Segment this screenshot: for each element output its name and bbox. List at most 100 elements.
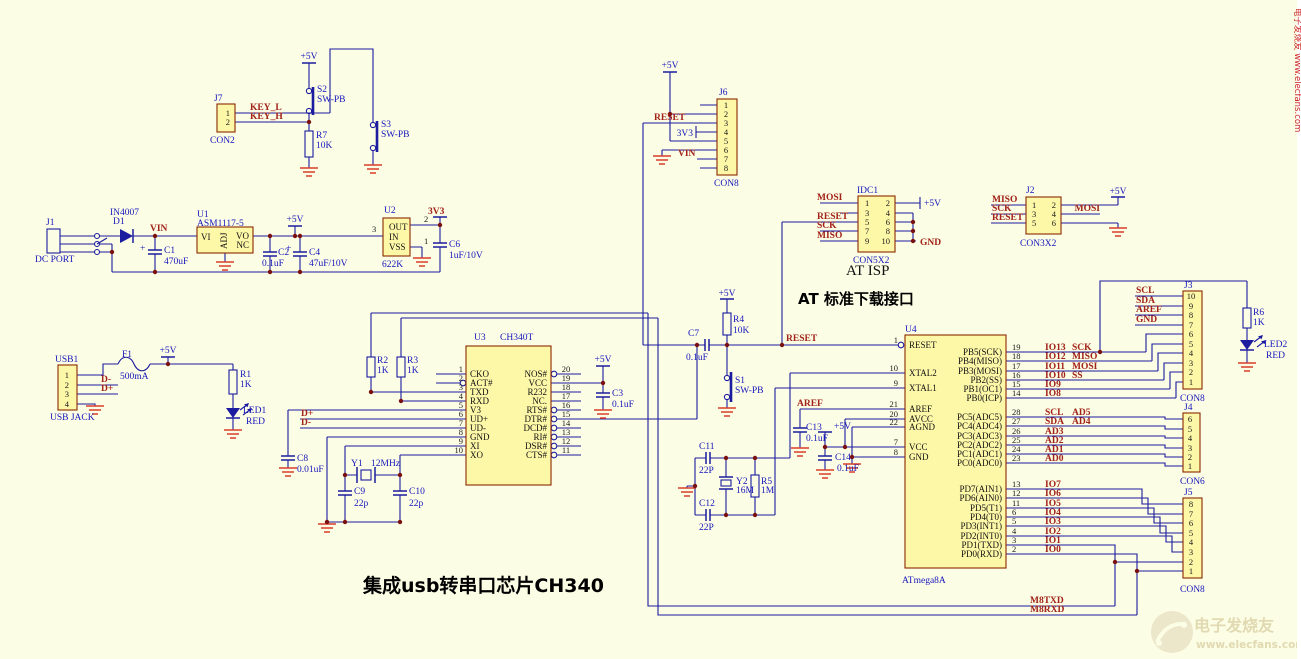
net-label: IO3 bbox=[1045, 517, 1061, 527]
net-label: SCL bbox=[1045, 408, 1063, 418]
crystal-y1 bbox=[356, 467, 376, 483]
pin-name: DCD# bbox=[523, 423, 547, 433]
net-label: IO9 bbox=[1045, 380, 1061, 390]
value-led2: RED bbox=[1266, 351, 1285, 361]
net-label-vin: VIN bbox=[678, 149, 696, 159]
pin-name: VSS bbox=[389, 242, 406, 252]
pin-number: 17 bbox=[1012, 361, 1021, 371]
pin-number: 23 bbox=[1012, 453, 1021, 463]
net-label-gnd: GND bbox=[1136, 315, 1157, 325]
pin-name: ADJ bbox=[219, 232, 229, 249]
pin-number: 3 bbox=[1189, 358, 1193, 368]
net-label: IO4 bbox=[1045, 508, 1061, 518]
ref-c3: C3 bbox=[612, 389, 623, 399]
pin-number: 2 bbox=[424, 214, 428, 224]
net-label-dp: D+ bbox=[301, 409, 313, 419]
net-label: IO5 bbox=[1045, 499, 1061, 509]
pin-name: RI# bbox=[534, 432, 548, 442]
pin-name: V3 bbox=[470, 405, 481, 415]
u4-section: U4 ATmega8A RESET XTAL2 XTAL1 AREF AVCC … bbox=[686, 289, 1098, 615]
ref-c14: C14 bbox=[835, 453, 851, 463]
pin-number: 8 bbox=[1189, 499, 1193, 509]
net-label-reset: RESET bbox=[817, 212, 849, 222]
net-label-sda: SDA bbox=[1136, 296, 1155, 306]
value-c13: 0.1uF bbox=[806, 434, 828, 444]
connector-idc1 bbox=[857, 195, 896, 253]
pin-number: 7 bbox=[894, 437, 898, 447]
value-s3: SW-PB bbox=[381, 130, 410, 140]
net-label-sck: SCK bbox=[992, 204, 1012, 214]
value-s2: SW-PB bbox=[317, 95, 346, 105]
pin-number: 3 bbox=[1189, 547, 1193, 557]
pin-number: 12 bbox=[562, 436, 571, 446]
pin-number: 6 bbox=[1189, 329, 1193, 339]
ground-symbols bbox=[86, 155, 1256, 533]
net-label-m8txd: M8TXD bbox=[1030, 596, 1064, 606]
net-label-miso: MISO bbox=[817, 231, 842, 241]
pin-number: 8 bbox=[459, 427, 463, 437]
pin-number: 4 bbox=[459, 391, 464, 401]
pin-number: 2 bbox=[1052, 200, 1056, 210]
pin-number: 2 bbox=[724, 109, 728, 119]
pin-name: GND bbox=[909, 452, 929, 462]
net-label: IO2 bbox=[1045, 527, 1061, 537]
net-label: IO6 bbox=[1045, 489, 1061, 499]
ref-c9: C9 bbox=[354, 487, 365, 497]
net-label: SS bbox=[1072, 371, 1083, 381]
pin-name: XI bbox=[470, 441, 480, 451]
pin-number: 2 bbox=[1189, 557, 1193, 567]
pin-number: 7 bbox=[1189, 320, 1193, 330]
net-label-miso: MISO bbox=[992, 195, 1017, 205]
pin-number: 11 bbox=[562, 445, 570, 455]
watermark-brand: 电子发烧友 bbox=[1194, 616, 1275, 635]
part-u3: CH340T bbox=[500, 333, 533, 343]
pin-number: 4 bbox=[65, 399, 70, 409]
pin-number: 5 bbox=[724, 136, 728, 146]
pin-number: 18 bbox=[1012, 351, 1021, 361]
ref-idc1: IDC1 bbox=[857, 186, 878, 196]
net-label-aref: AREF bbox=[1136, 305, 1162, 315]
pin-name: OUT bbox=[389, 222, 408, 232]
pin-number: 18 bbox=[562, 382, 571, 392]
value-c14: 0.1uF bbox=[837, 464, 859, 474]
diode-d1 bbox=[120, 229, 134, 243]
value-c11: 22P bbox=[699, 466, 714, 476]
pin-number: 13 bbox=[562, 427, 571, 437]
ref-f1: F1 bbox=[122, 350, 132, 360]
pin-name: PB3(MOSI) bbox=[958, 366, 1002, 376]
pin-number: 2 bbox=[65, 380, 69, 390]
net-label: MISO bbox=[1072, 352, 1097, 362]
pin-number: 6 bbox=[724, 145, 728, 155]
ref-u2: U2 bbox=[384, 206, 396, 216]
ref-c10: C10 bbox=[409, 487, 425, 497]
net-label-mosi: MOSI bbox=[1075, 204, 1101, 214]
pin-number: 14 bbox=[562, 418, 571, 428]
pin-number: 28 bbox=[1012, 407, 1021, 417]
ref-s3: S3 bbox=[381, 120, 391, 130]
net-label: AD4 bbox=[1072, 417, 1091, 427]
net-label: SDA bbox=[1045, 417, 1064, 427]
pin-name: TXD bbox=[470, 387, 489, 397]
pin-number: 10 bbox=[1187, 291, 1196, 301]
pin-number: 16 bbox=[562, 400, 571, 410]
pin-number: 2 bbox=[1188, 452, 1192, 462]
pin-number: 3 bbox=[724, 118, 728, 128]
connector-j3 bbox=[1182, 290, 1203, 390]
ref-c6: C6 bbox=[449, 240, 460, 250]
pin-name: XO bbox=[470, 450, 483, 460]
pin-name: AGND bbox=[909, 422, 935, 432]
pin-name: PD0(RXD) bbox=[961, 549, 1002, 559]
pin-name: PC3(ADC3) bbox=[957, 431, 1002, 441]
pin-number: 10 bbox=[455, 445, 464, 455]
net-label: AD1 bbox=[1045, 445, 1064, 455]
pin-name: PD7(AIN1) bbox=[960, 484, 1003, 494]
pin-name: PD5(T1) bbox=[970, 503, 1002, 513]
pin-number: 7 bbox=[1189, 509, 1193, 519]
headers-section: J3 CON8 10 9 8 7 6 5 4 3 2 1 SCL SDA ARE… bbox=[1136, 281, 1287, 595]
net-label-3v3: 3V3 bbox=[428, 207, 445, 217]
value-f1: 500mA bbox=[120, 372, 149, 382]
pin-number: 2 bbox=[1189, 367, 1193, 377]
edge-strip bbox=[1297, 0, 1301, 659]
pin-name: RXD bbox=[470, 396, 490, 406]
ref-c12: C12 bbox=[699, 499, 715, 509]
